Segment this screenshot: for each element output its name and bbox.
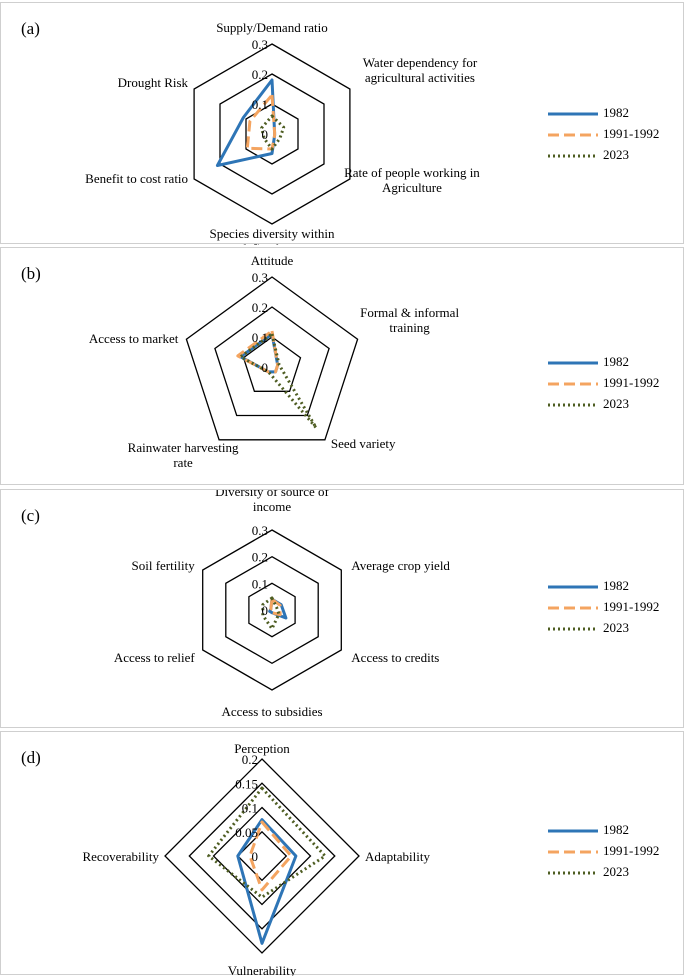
series-line-1982 <box>236 818 298 945</box>
legend-label: 2023 <box>603 147 629 162</box>
legend-swatch <box>548 606 598 610</box>
series-line-2023 <box>207 786 327 899</box>
radar-chart-d: 0 0.05 0.1 0.15 0.2PerceptionAdaptabilityVul… <box>82 741 430 976</box>
legend-swatch <box>548 154 598 158</box>
axis-label: Adaptability <box>365 849 430 864</box>
axis-label: Access to market <box>89 331 179 346</box>
legend-label: 2023 <box>603 396 629 411</box>
panel-label-c: (c) <box>21 506 40 525</box>
tick-label: 0.1 <box>252 330 268 345</box>
tick-label: 0 <box>262 603 269 618</box>
series-line-1991-1992 <box>236 329 280 374</box>
tick-label: 0.2 <box>252 550 268 565</box>
panel-label-a: (a) <box>21 19 40 38</box>
tick-label: 0 <box>262 127 269 142</box>
grid-ring <box>242 336 302 392</box>
legend-label: 2023 <box>603 864 629 879</box>
legend-swatch <box>548 112 598 116</box>
series-line-2023 <box>239 332 318 430</box>
panel-label-d: (d) <box>21 748 41 767</box>
grid-ring <box>164 758 360 954</box>
panel-label-b: (b) <box>21 264 41 283</box>
tick-label: 0.2 <box>252 300 268 315</box>
legend-swatch <box>548 403 598 407</box>
legend-label: 2023 <box>603 620 629 635</box>
axis-label: Average crop yield <box>351 558 450 573</box>
tick-label: 0.05 <box>235 825 258 840</box>
axis-label: Access to subsidies <box>221 704 322 719</box>
axis-label: Perception <box>234 741 290 756</box>
series-line-1991-1992 <box>268 597 282 617</box>
legend-label: 1991-1992 <box>603 126 660 141</box>
tick-label: 0.1 <box>252 97 268 112</box>
grid-ring <box>245 103 299 165</box>
legend-swatch <box>548 133 598 137</box>
legend-label: 1982 <box>603 105 629 120</box>
legend-label: 1991-1992 <box>603 375 660 390</box>
legend-label: 1982 <box>603 354 629 369</box>
tick-label: 0.3 <box>252 270 268 285</box>
grid-ring <box>236 830 288 882</box>
grid-ring <box>214 306 330 417</box>
legend-label: 1991-1992 <box>603 843 660 858</box>
legend-swatch <box>548 382 598 386</box>
tick-label: 0 <box>262 360 269 375</box>
grid-ring <box>225 555 319 665</box>
axis-label: Benefit to cost ratio <box>85 171 188 186</box>
legend-swatch <box>548 829 598 833</box>
axis-label: Soil fertility <box>132 558 196 573</box>
grid-ring <box>248 582 296 638</box>
tick-label: 0.15 <box>235 776 258 791</box>
axis-label: Access to credits <box>351 650 439 665</box>
axis-label: Drought Risk <box>118 75 189 90</box>
grid-ring <box>202 529 342 691</box>
grid-ring <box>212 806 312 906</box>
axis-label: Seed variety <box>331 436 396 451</box>
tick-label: 0 <box>252 849 259 864</box>
legend-swatch <box>548 871 598 875</box>
legend-swatch <box>548 585 598 589</box>
legend-label: 1991-1992 <box>603 599 660 614</box>
legend-swatch <box>548 627 598 631</box>
grid-ring <box>185 276 359 441</box>
axis-label: Supply/Demand ratio <box>216 20 328 35</box>
legend-swatch <box>548 361 598 365</box>
tick-label: 0.1 <box>242 801 258 816</box>
grid-ring <box>193 43 351 225</box>
series-line-2023 <box>260 114 286 151</box>
axis-label: Vulnerability <box>228 963 297 976</box>
tick-label: 0.2 <box>252 67 268 82</box>
legend-label: 1982 <box>603 822 629 837</box>
series-line-2023 <box>261 596 281 631</box>
axis-label: Access to relief <box>114 650 196 665</box>
grid-ring <box>188 782 336 930</box>
legend-label: 1982 <box>603 578 629 593</box>
axis-label: Species diversity withindefined area <box>210 226 335 245</box>
grid-ring <box>219 73 325 195</box>
tick-label: 0.3 <box>252 523 268 538</box>
tick-label: 0.2 <box>242 752 258 767</box>
series-line-1991-1992 <box>248 820 293 892</box>
axis-label: Attitude <box>251 253 294 268</box>
axis-label: Recoverability <box>82 849 159 864</box>
tick-label: 0.1 <box>252 576 268 591</box>
tick-label: 0.3 <box>252 37 268 52</box>
legend-swatch <box>548 850 598 854</box>
